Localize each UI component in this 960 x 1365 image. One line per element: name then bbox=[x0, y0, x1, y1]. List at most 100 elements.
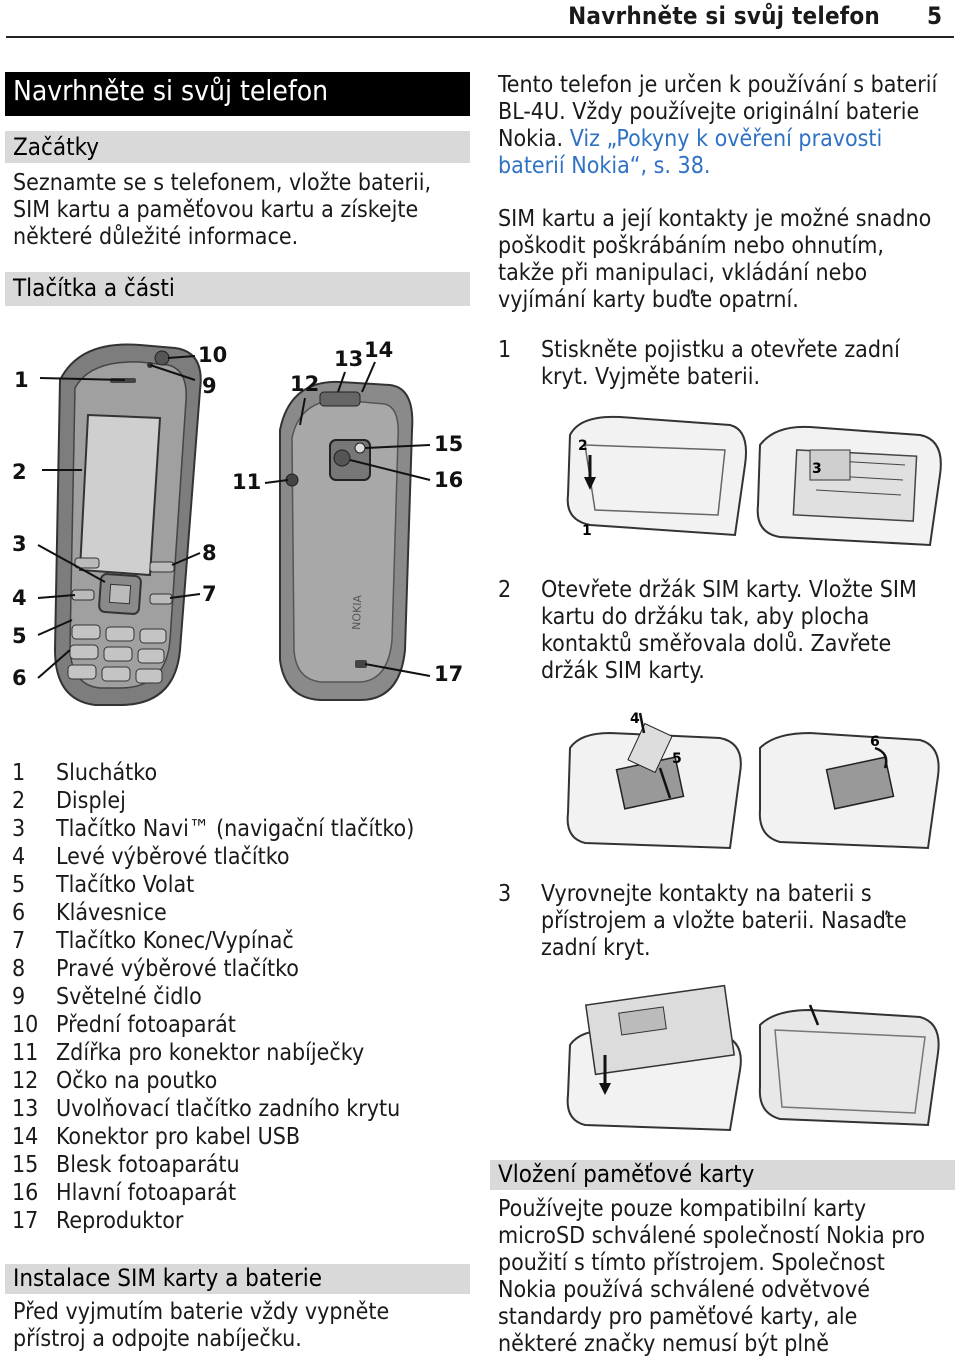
running-header-title: Navrhněte si svůj telefon bbox=[568, 2, 880, 30]
figure-label: 2 bbox=[578, 438, 588, 454]
callout-8: 8 bbox=[202, 541, 217, 565]
sim-intro-line: Před vyjmutím baterie vždy vypněte bbox=[13, 1299, 390, 1325]
figure-label: 5 bbox=[672, 751, 682, 767]
callout-7: 7 bbox=[202, 582, 217, 606]
callout-11: 11 bbox=[232, 470, 262, 494]
sim-warning-paragraph: SIM kartu a její kontakty je možné snadn… bbox=[498, 206, 931, 314]
section-heading-zacatky: Začátky bbox=[5, 131, 470, 163]
intro-line: Seznamte se s telefonem, vložte baterii, bbox=[13, 170, 432, 196]
step-3: 3 Vyrovnejte kontakty na baterii s příst… bbox=[498, 881, 938, 966]
callout-15: 15 bbox=[434, 432, 464, 456]
figure-label: 1 bbox=[582, 523, 592, 539]
chapter-title: Navrhněte si svůj telefon bbox=[13, 74, 329, 107]
callout-leader-lines bbox=[37, 355, 431, 679]
section-heading-memory: Vložení paměťové karty bbox=[490, 1160, 955, 1190]
phone-brand-logo: NOKIA bbox=[350, 594, 364, 630]
step-1: 1 Stiskněte pojistku a otevřete zadní kr… bbox=[498, 337, 938, 397]
intro-line: SIM kartu a paměťovou kartu a získejte bbox=[13, 197, 419, 223]
memory-line: standardy pro paměťové karty, ale bbox=[498, 1304, 858, 1330]
battery-paragraph: Tento telefon je určen k používání s bat… bbox=[498, 72, 937, 180]
sim-warning-line: SIM kartu a její kontakty je možné snadn… bbox=[498, 206, 932, 232]
step-line: přístrojem a vložte baterii. Nasaďte bbox=[541, 908, 907, 934]
step-number: 1 bbox=[498, 337, 512, 363]
callout-13: 13 bbox=[334, 347, 364, 371]
header-rule bbox=[6, 36, 954, 38]
step-line: kartu do držáku tak, aby plocha bbox=[541, 604, 870, 630]
step-number: 2 bbox=[498, 577, 512, 603]
step-line: Vyrovnejte kontakty na baterii s bbox=[541, 881, 872, 907]
phone-back: NOKIA bbox=[279, 380, 414, 701]
sim-warning-line: vyjímání karty buďte opatrní. bbox=[498, 287, 799, 313]
callout-2: 2 bbox=[12, 460, 27, 484]
step-line: zadní kryt. bbox=[541, 935, 651, 961]
section-heading-sim: Instalace SIM karty a baterie bbox=[5, 1264, 470, 1294]
sim-warning-line: poškodit poškrábáním nebo ohnutím, bbox=[498, 233, 884, 259]
step-line: držák SIM karty. bbox=[541, 658, 705, 684]
callout-10: 10 bbox=[198, 343, 228, 367]
chapter-title-bar: Navrhněte si svůj telefon bbox=[5, 72, 470, 116]
callout-1: 1 bbox=[14, 368, 29, 392]
intro-line: některé důležité informace. bbox=[13, 224, 299, 250]
battery-line: Nokia. bbox=[498, 126, 564, 152]
section-heading-parts: Tlačítka a části bbox=[5, 272, 470, 306]
callout-3: 3 bbox=[12, 532, 27, 556]
step-line: kryt. Vyjměte baterii. bbox=[541, 364, 761, 390]
battery-authenticity-link-cont[interactable]: baterií Nokia“, s. 38. bbox=[498, 153, 711, 179]
battery-line: Tento telefon je určen k používání s bat… bbox=[498, 72, 938, 98]
section-heading-parts-text: Tlačítka a části bbox=[13, 274, 175, 302]
phone-front bbox=[53, 343, 202, 706]
callout-5: 5 bbox=[12, 624, 27, 648]
figure-label: 4 bbox=[630, 711, 640, 727]
memory-line: Nokia používá schválené odvětvové bbox=[498, 1277, 870, 1303]
figure-label: 3 bbox=[812, 461, 822, 477]
battery-line: BL-4U. Vždy používejte originální bateri… bbox=[498, 99, 920, 125]
sim-intro-paragraph: Před vyjmutím baterie vždy vypněte příst… bbox=[13, 1299, 389, 1353]
callout-14: 14 bbox=[364, 338, 394, 362]
step1-open-cover-illustration: 2 1 3 bbox=[566, 415, 942, 547]
memory-line: microSD schválené společností Nokia pro bbox=[498, 1223, 926, 1249]
battery-authenticity-link[interactable]: Viz „Pokyny k ověření pravosti bbox=[569, 126, 883, 152]
callout-4: 4 bbox=[12, 586, 27, 610]
step-line: kontaktů směřovala dolů. Zavřete bbox=[541, 631, 892, 657]
section-heading-memory-text: Vložení paměťové karty bbox=[498, 1160, 755, 1188]
step-2: 2 Otevřete držák SIM karty. Vložte SIM k… bbox=[498, 577, 938, 692]
section-heading-zacatky-text: Začátky bbox=[13, 133, 100, 161]
figure-label: 6 bbox=[870, 734, 880, 750]
callout-6: 6 bbox=[12, 666, 27, 690]
callout-16: 16 bbox=[434, 468, 464, 492]
step2-sim-holder-illustration: 4 5 6 bbox=[566, 711, 940, 850]
callout-12: 12 bbox=[290, 372, 320, 396]
callout-9: 9 bbox=[202, 374, 217, 398]
memory-line: některé značky nemusí být plně bbox=[498, 1331, 830, 1357]
sim-intro-line: přístroj a odpojte nabíječku. bbox=[13, 1326, 302, 1352]
step-line: Otevřete držák SIM karty. Vložte SIM bbox=[541, 577, 917, 603]
step-line: Stiskněte pojistku a otevřete zadní bbox=[541, 337, 900, 363]
page-number: 5 bbox=[926, 2, 942, 30]
memory-line: použití s tímto přístrojem. Společnost bbox=[498, 1250, 885, 1276]
memory-line: Používejte pouze kompatibilní karty bbox=[498, 1196, 867, 1222]
intro-paragraph: Seznamte se s telefonem, vložte baterii,… bbox=[13, 170, 431, 251]
step3-insert-battery-illustration bbox=[566, 984, 940, 1132]
section-heading-sim-text: Instalace SIM karty a baterie bbox=[13, 1264, 323, 1292]
memory-paragraph: Používejte pouze kompatibilní karty micr… bbox=[498, 1196, 925, 1358]
callout-17: 17 bbox=[434, 662, 464, 686]
step-number: 3 bbox=[498, 881, 512, 907]
phone-parts-diagram: NOKIA bbox=[37, 343, 431, 706]
